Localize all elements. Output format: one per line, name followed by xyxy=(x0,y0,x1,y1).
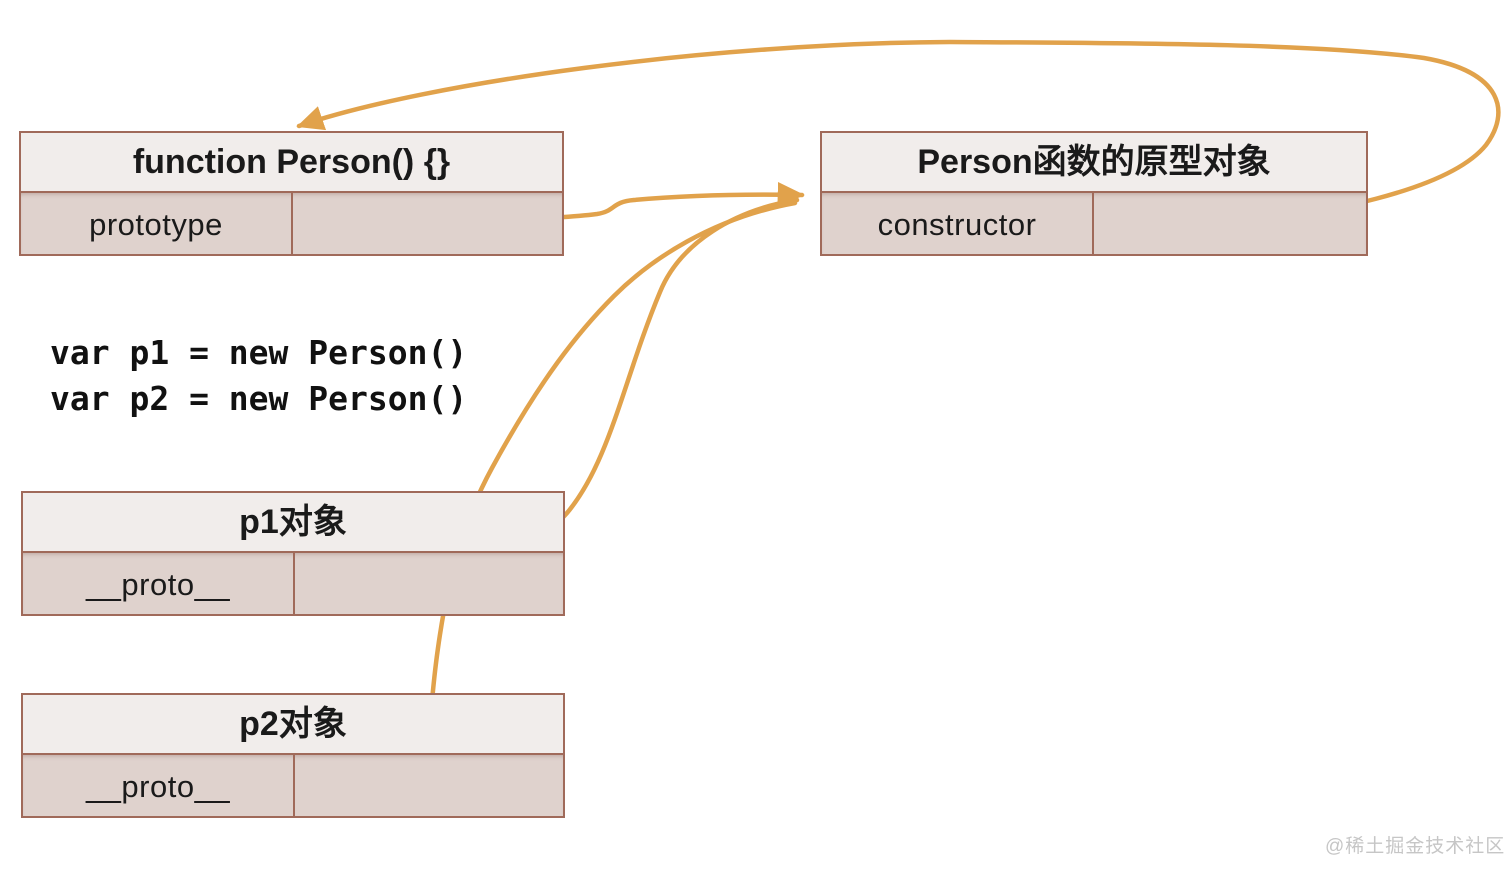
constructor-key-cell: constructor xyxy=(822,193,1094,254)
person-prototype-title: Person函数的原型对象 xyxy=(822,133,1366,193)
person-prototype-constructor-row: constructor xyxy=(822,193,1366,254)
p1-proto-row: __proto__ xyxy=(23,553,563,614)
function-person-title: function Person() {} xyxy=(21,133,562,193)
code-line-2: var p2 = new Person() xyxy=(50,379,468,418)
constructor-value-cell xyxy=(1094,193,1366,254)
p1-proto-key-cell: __proto__ xyxy=(23,553,295,614)
prototype-value-cell xyxy=(293,193,562,254)
p1-object-title: p1对象 xyxy=(23,493,563,553)
p2-object-title: p2对象 xyxy=(23,695,563,755)
prototype-key-cell: prototype xyxy=(21,193,293,254)
p1-proto-value-cell xyxy=(295,553,563,614)
p2-object-box: p2对象 __proto__ xyxy=(21,693,565,818)
p2-proto-value-cell xyxy=(295,755,563,816)
function-person-prototype-row: prototype xyxy=(21,193,562,254)
person-prototype-box: Person函数的原型对象 constructor xyxy=(820,131,1368,256)
code-snippet: var p1 = new Person() var p2 = new Perso… xyxy=(50,330,467,422)
watermark: @稀土掘金技术社区 xyxy=(1325,836,1506,857)
function-person-box: function Person() {} prototype xyxy=(19,131,564,256)
p2-proto-key-cell: __proto__ xyxy=(23,755,295,816)
p1-object-box: p1对象 __proto__ xyxy=(21,491,565,616)
code-line-1: var p1 = new Person() xyxy=(50,333,468,372)
p2-proto-row: __proto__ xyxy=(23,755,563,816)
